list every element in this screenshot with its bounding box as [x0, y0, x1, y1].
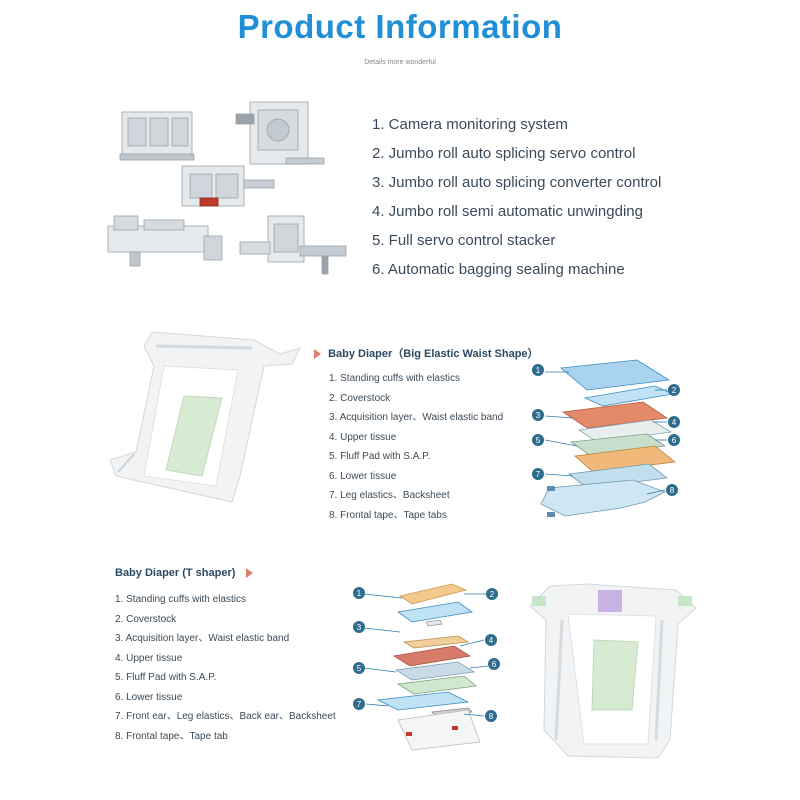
- list-item: 6. Lower tissue: [329, 470, 397, 482]
- list-item: 6. Lower tissue: [115, 691, 183, 703]
- exploded-diagram-t-shaper: 1 2 3 4 5 6 7 8: [353, 583, 500, 751]
- callout-badges: [532, 364, 680, 496]
- diaper-photo: [109, 331, 301, 503]
- section-heading-big-elastic: Baby Diaper（Big Elastic Waist Shape）: [314, 345, 539, 361]
- list-item: 7. Front ear、Leg elastics、Back ear、Backs…: [115, 711, 336, 722]
- list-item: 8. Frontal tape、Tape tabs: [329, 509, 447, 521]
- callout-5: 5: [536, 436, 541, 445]
- list-item: 4. Upper tissue: [115, 652, 183, 664]
- feature-item: 2. Jumbo roll auto splicing servo contro…: [372, 145, 636, 162]
- callout-3: 3: [536, 411, 541, 420]
- list-item: 3. Acquisition layer、Waist elastic band: [115, 633, 290, 644]
- arrow-right-icon: [314, 349, 321, 360]
- callout-1: 1: [536, 366, 541, 375]
- callout-7: 7: [357, 700, 362, 709]
- feature-item: 6. Automatic bagging sealing machine: [372, 261, 625, 278]
- callout-3: 3: [357, 623, 362, 632]
- callout-4: 4: [672, 418, 677, 427]
- list-item: 7. Leg elastics、Backsheet: [329, 490, 450, 501]
- page-subtitle: Details more wonderful: [364, 59, 436, 66]
- callout-6: 6: [672, 436, 677, 445]
- feature-list: 1. Camera monitoring system 2. Jumbo rol…: [372, 113, 661, 287]
- callout-2: 2: [490, 590, 495, 599]
- callout-1: 1: [357, 589, 362, 598]
- list-item: 2. Coverstock: [329, 392, 391, 404]
- list-item: 1. Standing cuffs with elastics: [329, 373, 460, 384]
- callout-8: 8: [670, 486, 675, 495]
- callout-6: 6: [492, 660, 497, 669]
- list-item: 3. Acquisition layer、Waist elastic band: [329, 412, 504, 423]
- callout-8: 8: [489, 712, 494, 721]
- list-item: 5. Fluff Pad with S.A.P.: [329, 451, 431, 462]
- feature-item: 3. Jumbo roll auto splicing converter co…: [372, 174, 662, 191]
- list-item: 5. Fluff Pad with S.A.P.: [115, 672, 217, 683]
- diaper-photo-t-shaper: [529, 583, 697, 759]
- components-list-big-elastic: 1. Standing cuffs with elastics 2. Cover…: [329, 371, 503, 527]
- feature-item: 4. Jumbo roll semi automatic unwingding: [372, 203, 643, 220]
- callout-7: 7: [536, 470, 541, 479]
- page-title: Product Information: [237, 8, 563, 45]
- list-item: 2. Coverstock: [115, 613, 177, 625]
- exploded-diagram-big-elastic: 1 2 3 4 5 6 7 8: [532, 359, 680, 517]
- feature-item: 5. Full servo control stacker: [372, 232, 556, 249]
- callout-2: 2: [672, 386, 677, 395]
- callout-4: 4: [489, 636, 494, 645]
- components-list-t-shaper: 1. Standing cuffs with elastics 2. Cover…: [115, 592, 336, 748]
- feature-item: 1. Camera monitoring system: [372, 116, 568, 133]
- callout-5: 5: [357, 664, 362, 673]
- list-item: 1. Standing cuffs with elastics: [115, 594, 246, 605]
- section-heading-t-shaper: Baby Diaper (T shaper): [115, 567, 254, 579]
- arrow-right-icon: [246, 568, 254, 579]
- list-item: 4. Upper tissue: [329, 431, 397, 443]
- list-item: 8. Frontal tape、Tape tab: [115, 730, 228, 742]
- packing-machine-photos: [107, 101, 347, 275]
